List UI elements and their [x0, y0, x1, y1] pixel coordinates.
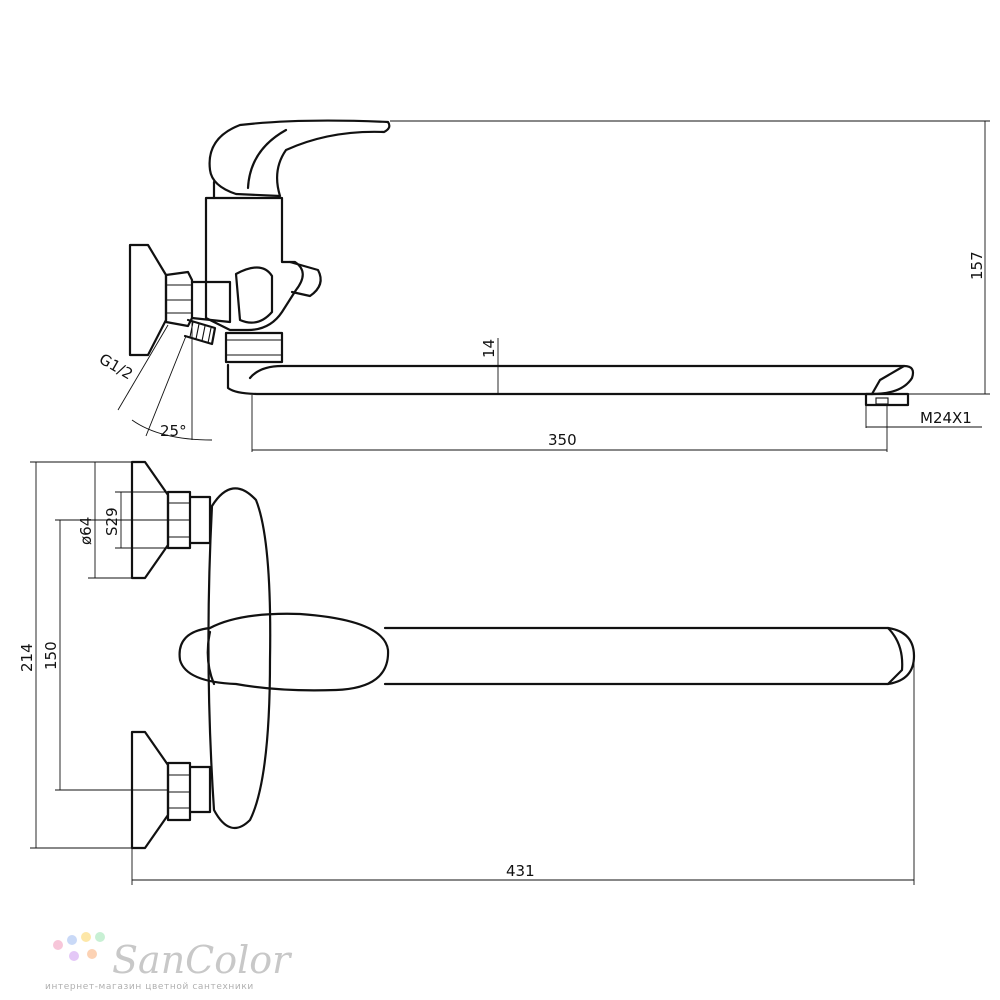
dim-14: 14 — [480, 339, 498, 358]
logo-dot — [87, 949, 97, 959]
spout-swivel — [224, 331, 284, 364]
brand-logo: SanColor интернет-магазин цветной сантех… — [45, 932, 293, 992]
top-view — [130, 460, 916, 850]
logo-dot — [53, 940, 63, 950]
dim-angle: 25° — [160, 422, 187, 440]
brand-name: SanColor — [112, 938, 293, 982]
body-oval — [207, 487, 272, 830]
dim-157: 157 — [968, 251, 986, 280]
aerator — [864, 392, 910, 407]
top-dimensions — [30, 461, 915, 885]
logo-dot — [67, 935, 77, 945]
hex-nut — [164, 270, 194, 328]
dim-s29: S29 — [103, 507, 121, 536]
mixer-body — [204, 196, 304, 332]
logo-dot — [95, 932, 105, 942]
dimension-labels: 157 14 350 M24X1 G1/2 25° ø64 S29 214 15… — [18, 251, 986, 880]
dim-150: 150 — [42, 641, 60, 670]
spout — [226, 363, 915, 396]
dim-diameter-64: ø64 — [77, 517, 95, 545]
side-view — [128, 119, 915, 407]
wall-flange — [128, 243, 168, 357]
lever-handle — [208, 119, 391, 198]
side-dimensions — [117, 120, 990, 452]
handle-top — [178, 612, 390, 692]
dim-m24x1: M24X1 — [920, 409, 972, 427]
spout-top — [383, 626, 916, 686]
dim-214: 214 — [18, 643, 36, 672]
inlet-thread — [183, 318, 217, 346]
logo-dot — [81, 932, 91, 942]
dim-350: 350 — [548, 431, 577, 449]
brand-tagline: интернет-магазин цветной сантехники — [45, 982, 254, 992]
logo-dot — [69, 951, 79, 961]
dim-431: 431 — [506, 862, 535, 880]
